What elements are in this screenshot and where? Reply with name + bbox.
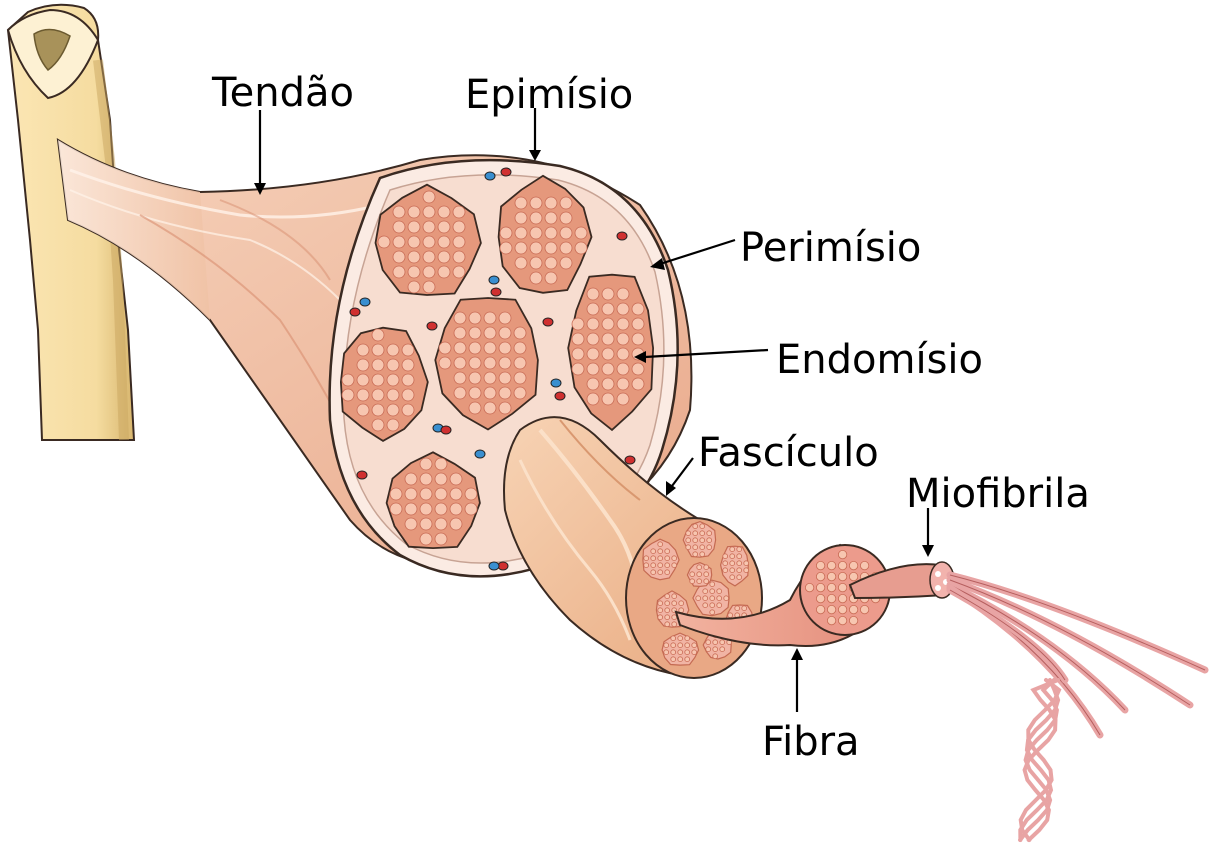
vessel bbox=[440, 425, 452, 435]
vessel bbox=[550, 378, 562, 388]
label-endomysium: Endomísio bbox=[776, 337, 983, 383]
vessel bbox=[426, 321, 438, 331]
vessel bbox=[488, 561, 500, 571]
twisted-strand bbox=[1018, 678, 1061, 842]
vessel bbox=[474, 449, 486, 459]
fascicle-2 bbox=[497, 174, 593, 294]
vessel bbox=[542, 317, 554, 327]
vessel bbox=[356, 470, 368, 480]
fascicle-6 bbox=[385, 451, 481, 550]
label-perimysium: Perimísio bbox=[740, 225, 922, 271]
fascicle-4 bbox=[434, 297, 539, 431]
vessel bbox=[490, 287, 502, 297]
label-tendon: Tendão bbox=[212, 70, 354, 116]
vessel bbox=[616, 231, 628, 241]
fascicle-3 bbox=[567, 273, 655, 432]
fascicle-group bbox=[339, 174, 655, 550]
strand bbox=[946, 571, 1209, 674]
vessel bbox=[500, 167, 512, 177]
blood-vessels bbox=[349, 167, 636, 571]
arrow-icon bbox=[258, 108, 930, 712]
bone-icon bbox=[6, 3, 136, 441]
vessel bbox=[554, 391, 566, 401]
fascicle-1 bbox=[374, 183, 482, 296]
label-fiber: Fibra bbox=[762, 719, 860, 765]
vessel bbox=[488, 275, 500, 285]
label-fascicle: Fascículo bbox=[698, 430, 879, 476]
fascicle-5 bbox=[339, 326, 429, 442]
arrow-heads bbox=[254, 150, 934, 660]
vessel bbox=[484, 171, 496, 181]
label-myofibril: Miofibrila bbox=[906, 471, 1090, 517]
vessel bbox=[349, 307, 361, 317]
label-epimysium: Epimísio bbox=[465, 72, 634, 118]
twisted-strand bbox=[1018, 678, 1062, 842]
myofilament-strands bbox=[946, 571, 1209, 842]
vessel bbox=[624, 455, 636, 465]
vessel bbox=[359, 297, 371, 307]
